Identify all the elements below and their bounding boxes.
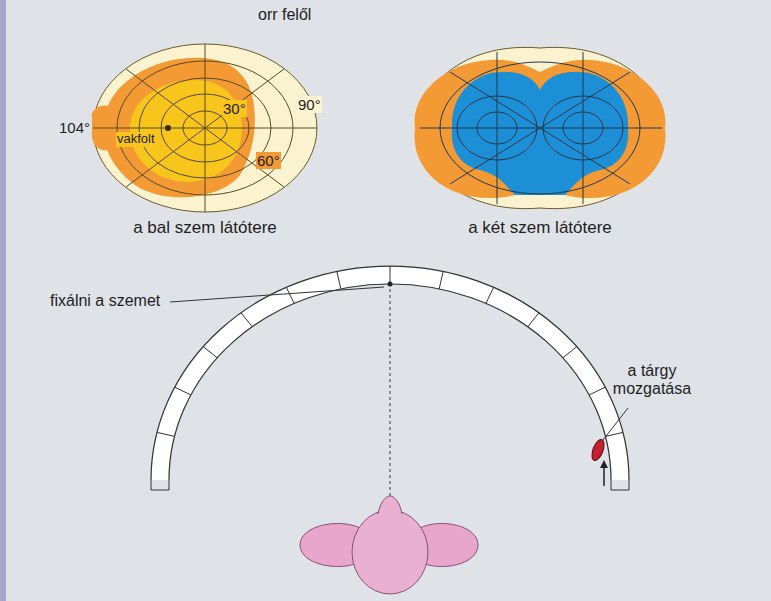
frame-edge [0, 0, 6, 601]
field-label: a bal szem látótere [133, 218, 277, 238]
scale-tick [203, 347, 217, 358]
perimeter-arc [151, 266, 629, 520]
scale-tick [157, 432, 175, 436]
field-label: a két szem látótere [468, 218, 612, 238]
head-top-view [300, 496, 478, 594]
field-label: 90° [297, 96, 322, 113]
field-label: 60° [256, 152, 281, 169]
left-eye-field [92, 44, 317, 212]
field-label: a tárgy mozgatása [597, 362, 707, 399]
scale-tick [286, 287, 294, 303]
scale-tick [486, 287, 494, 303]
scale-tick [337, 271, 341, 289]
scale-tick [563, 347, 577, 358]
scale-tick [175, 387, 191, 395]
field-label: 30° [222, 100, 247, 117]
scale-tick [528, 313, 539, 327]
scale-tick [390, 266, 391, 284]
scale-tick [439, 271, 443, 289]
scale-tick [589, 387, 605, 395]
field-label: vakfolt [116, 132, 156, 147]
field-label: 104° [58, 119, 91, 136]
field-label: fixálni a szemet [50, 292, 160, 310]
field-label: orr felől [258, 6, 311, 24]
scale-tick [241, 313, 252, 327]
binocular-field [414, 47, 665, 208]
